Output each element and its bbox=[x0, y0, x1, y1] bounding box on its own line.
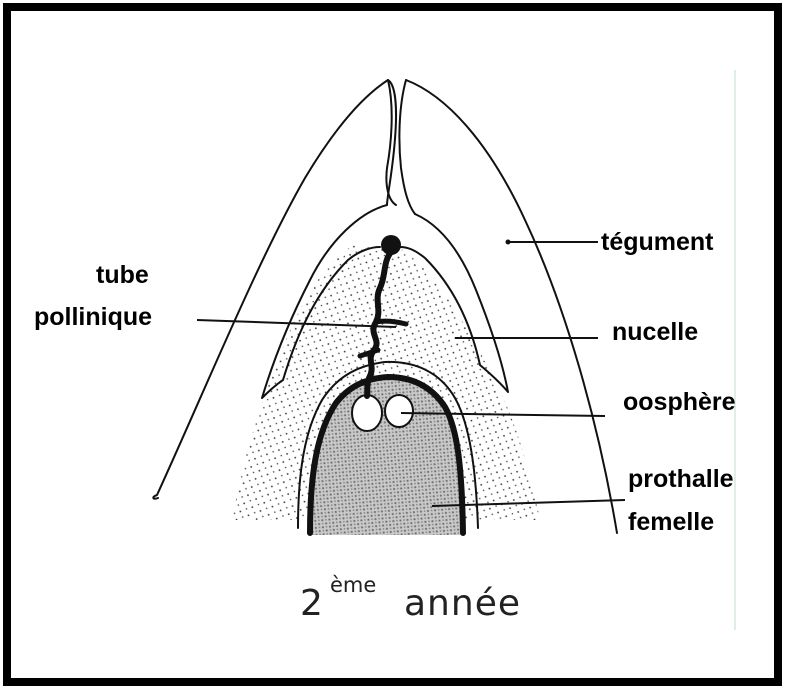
label-prothalle-line2: femelle bbox=[628, 508, 714, 536]
oosphere-left bbox=[352, 395, 382, 431]
label-tube-line1: tube bbox=[96, 261, 149, 289]
caption-word: année bbox=[404, 583, 521, 624]
label-oosphere: oosphère bbox=[623, 388, 736, 416]
caption-superscript: ème bbox=[330, 573, 376, 597]
label-prothalle-line1: prothalle bbox=[628, 465, 734, 493]
leader-tegument-dot bbox=[506, 240, 511, 245]
caption-number: 2 bbox=[300, 583, 324, 624]
oosphere-right bbox=[385, 395, 413, 427]
label-tube-line2: pollinique bbox=[34, 303, 152, 331]
label-tegument: tégument bbox=[601, 228, 714, 256]
label-nucelle: nucelle bbox=[612, 318, 698, 346]
